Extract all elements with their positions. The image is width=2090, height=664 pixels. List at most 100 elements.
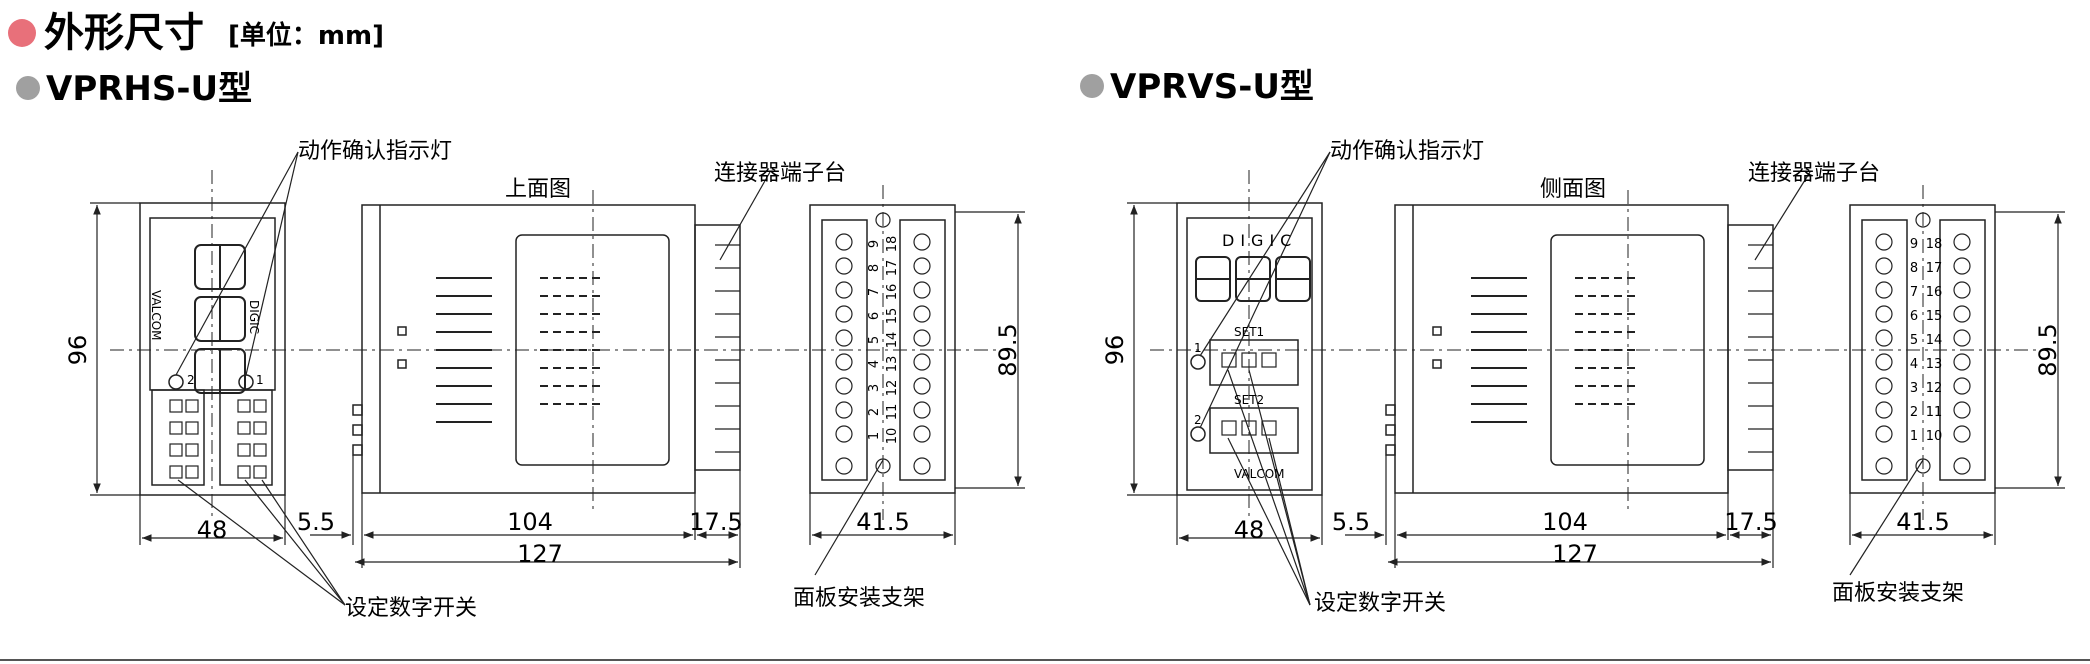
terminal-number: 15 bbox=[885, 308, 900, 325]
right-center-lines bbox=[1150, 170, 2040, 520]
left-switch-block-b bbox=[219, 389, 273, 486]
terminal-number: 17 bbox=[885, 260, 900, 277]
right-set1-block bbox=[1209, 339, 1299, 386]
terminal-number: 12 bbox=[885, 380, 900, 397]
terminal-number: 2 bbox=[1910, 405, 1918, 420]
terminal-number: 4 bbox=[1910, 357, 1918, 372]
right-dimension-lines bbox=[1127, 202, 2065, 568]
left-mark-1: 1 bbox=[256, 373, 264, 387]
right-digit-display bbox=[1195, 256, 1311, 302]
left-brand-label: VALCOM bbox=[149, 290, 163, 341]
left-dim-104: 104 bbox=[507, 508, 553, 536]
terminal-number: 13 bbox=[885, 356, 900, 373]
left-dim-96: 96 bbox=[64, 335, 92, 366]
left-drawing bbox=[90, 151, 1025, 606]
left-model-bullet bbox=[16, 76, 40, 100]
right-callout-led: 动作确认指示灯 bbox=[1330, 139, 1484, 164]
right-dim-89-5: 89.5 bbox=[2034, 323, 2062, 376]
terminal-number: 7 bbox=[1910, 285, 1918, 300]
right-set2-block bbox=[1209, 407, 1299, 454]
terminal-number: 8 bbox=[867, 264, 882, 272]
right-brand-label: VALCOM bbox=[1234, 467, 1285, 481]
unit-label: [单位：mm] bbox=[228, 20, 384, 51]
right-connector-ribs bbox=[1748, 244, 1773, 453]
terminal-number: 9 bbox=[867, 240, 882, 248]
terminal-number: 10 bbox=[1926, 429, 1943, 444]
right-callout-switch: 设定数字开关 bbox=[1314, 591, 1446, 616]
right-rear-screws bbox=[1875, 212, 1971, 475]
left-callout-led: 动作确认指示灯 bbox=[298, 139, 452, 164]
left-dim-89-5: 89.5 bbox=[994, 323, 1022, 376]
terminal-number: 14 bbox=[1926, 333, 1943, 348]
right-mark-1: 1 bbox=[1194, 341, 1202, 355]
terminal-number: 12 bbox=[1926, 381, 1943, 396]
left-model-title: VPRHS-U型 bbox=[46, 69, 252, 109]
left-rear-screws bbox=[835, 212, 931, 475]
left-callout-connector: 连接器端子台 bbox=[714, 161, 846, 186]
left-callout-top-view: 上面图 bbox=[505, 177, 571, 202]
right-mark-2: 2 bbox=[1194, 413, 1202, 427]
right-led-2 bbox=[1190, 426, 1206, 442]
right-side-outline bbox=[1394, 204, 1729, 494]
left-callout-switch: 设定数字开关 bbox=[345, 596, 477, 621]
right-connector bbox=[1727, 224, 1774, 471]
terminal-number: 11 bbox=[1926, 405, 1943, 420]
left-connector-ribs bbox=[715, 244, 740, 453]
left-switch-block-a bbox=[151, 389, 205, 486]
terminal-number: 16 bbox=[885, 284, 900, 301]
terminal-number: 17 bbox=[1926, 261, 1943, 276]
right-dim-127: 127 bbox=[1552, 540, 1598, 568]
right-dim-48: 48 bbox=[1234, 516, 1265, 544]
terminal-number: 1 bbox=[1910, 429, 1918, 444]
title-bullet bbox=[8, 19, 36, 47]
right-side-vent-lines bbox=[1471, 277, 1635, 423]
right-dim-96: 96 bbox=[1101, 335, 1129, 366]
terminal-number: 7 bbox=[867, 288, 882, 296]
terminal-number: 6 bbox=[1910, 309, 1918, 324]
terminal-number: 3 bbox=[1910, 381, 1918, 396]
right-digic-label: DIGIC bbox=[1222, 231, 1297, 250]
left-connector bbox=[694, 224, 741, 471]
terminal-number: 11 bbox=[885, 404, 900, 421]
terminal-number: 1 bbox=[867, 432, 882, 440]
terminal-number: 9 bbox=[1910, 237, 1918, 252]
left-center-lines bbox=[110, 170, 1000, 520]
right-led-1 bbox=[1190, 354, 1206, 370]
left-dim-17-5: 17.5 bbox=[689, 508, 742, 536]
left-dim-5-5: 5.5 bbox=[297, 508, 335, 536]
terminal-number: 15 bbox=[1926, 309, 1943, 324]
terminal-number: 18 bbox=[885, 236, 900, 253]
terminal-number: 10 bbox=[885, 428, 900, 445]
left-dimension-lines bbox=[90, 202, 1025, 568]
left-dim-41-5: 41.5 bbox=[856, 508, 909, 536]
terminal-number: 5 bbox=[867, 336, 882, 344]
right-callout-bracket: 面板安装支架 bbox=[1832, 581, 1964, 606]
right-dim-17-5: 17.5 bbox=[1724, 508, 1777, 536]
terminal-number: 3 bbox=[867, 384, 882, 392]
left-top-outline bbox=[361, 204, 696, 494]
left-callout-bracket: 面板安装支架 bbox=[793, 586, 925, 611]
page-title: 外形尺寸 bbox=[44, 10, 204, 56]
terminal-number: 16 bbox=[1926, 285, 1943, 300]
terminal-number: 14 bbox=[885, 332, 900, 349]
terminal-number: 18 bbox=[1926, 237, 1943, 252]
right-dim-41-5: 41.5 bbox=[1896, 508, 1949, 536]
right-drawing bbox=[1127, 151, 2065, 606]
left-dim-127: 127 bbox=[517, 540, 563, 568]
right-model-title: VPRVS-U型 bbox=[1110, 67, 1314, 107]
left-led-2 bbox=[168, 374, 184, 390]
terminal-number: 13 bbox=[1926, 357, 1943, 372]
terminal-number: 8 bbox=[1910, 261, 1918, 276]
right-model-bullet bbox=[1080, 74, 1104, 98]
left-switch-cells bbox=[169, 399, 267, 479]
left-leader-lines bbox=[175, 151, 884, 606]
terminal-number: 5 bbox=[1910, 333, 1918, 348]
left-digit-display bbox=[194, 244, 246, 394]
terminal-number: 6 bbox=[867, 312, 882, 320]
terminal-number: 4 bbox=[867, 360, 882, 368]
right-callout-side-view: 侧面图 bbox=[1540, 177, 1606, 202]
left-digic-label: DIGIC bbox=[247, 300, 261, 334]
